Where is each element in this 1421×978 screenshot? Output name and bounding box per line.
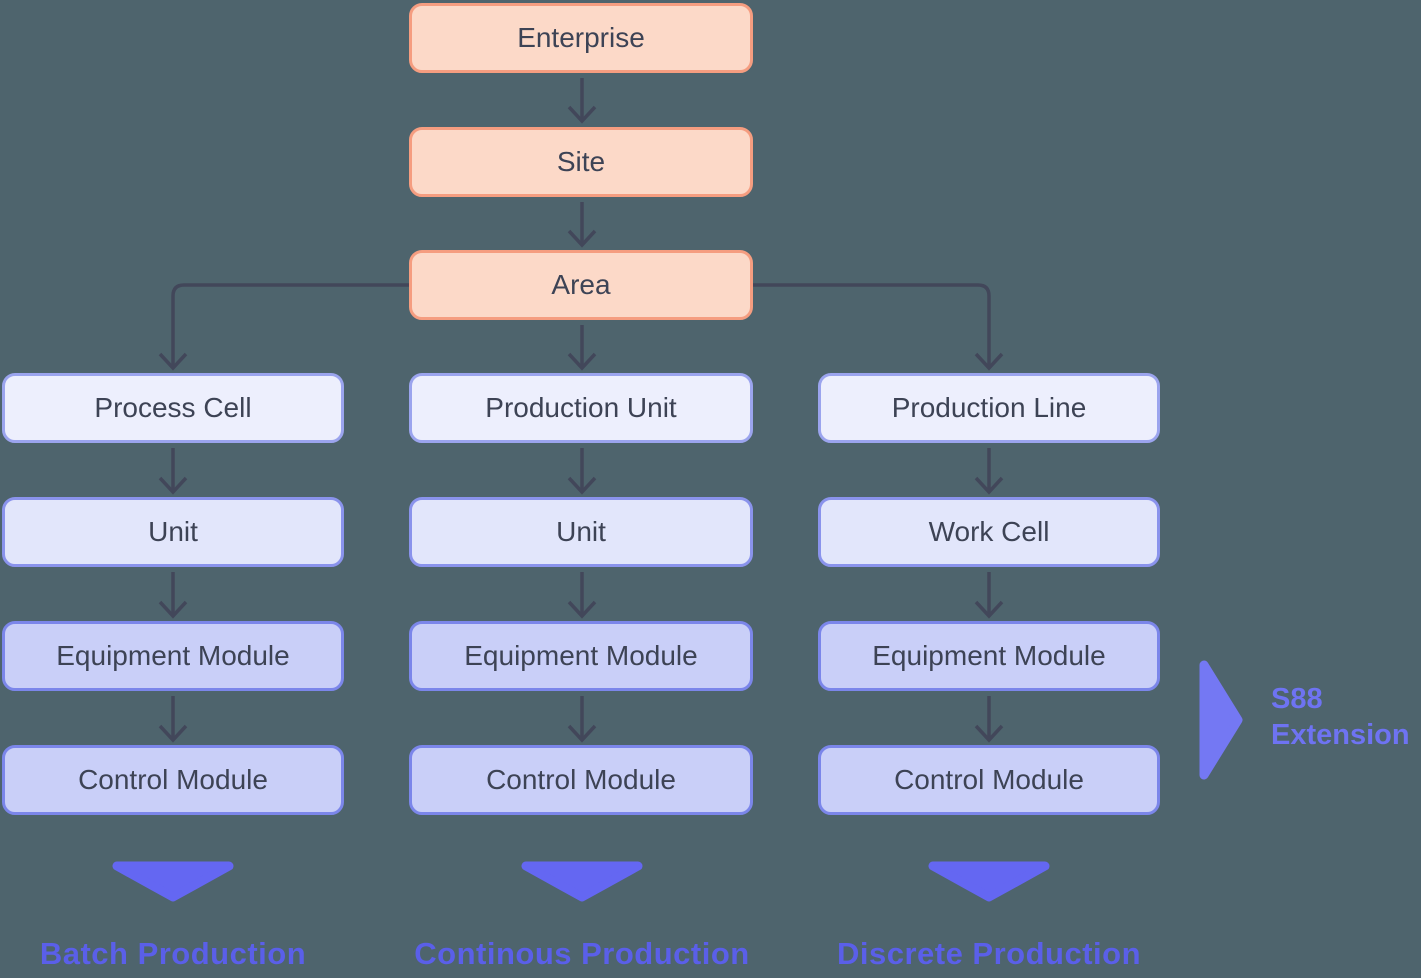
- arrow-equipment-control-col2: [567, 696, 597, 743]
- node-equipment-module-discrete-label: Equipment Module: [872, 640, 1106, 671]
- node-work-cell-label: Work Cell: [928, 516, 1050, 547]
- elbow-area-process-cell: [158, 283, 409, 371]
- node-unit-continuous: Unit: [409, 497, 753, 567]
- node-site-label: Site: [556, 146, 606, 177]
- node-control-module-discrete-label: Control Module: [894, 764, 1084, 795]
- node-enterprise: Enterprise: [409, 3, 753, 73]
- node-equipment-module-continuous: Equipment Module: [409, 621, 753, 691]
- node-production-unit-label: Production Unit: [485, 392, 677, 423]
- s88-extension-label: S88 Extension: [1271, 683, 1410, 751]
- node-production-line: Production Line: [818, 373, 1160, 443]
- down-triangle-icon: [928, 861, 1050, 902]
- node-unit-batch-label: Unit: [148, 516, 198, 547]
- node-unit-continuous-label: Unit: [556, 516, 606, 547]
- node-area: Area: [409, 250, 753, 320]
- node-equipment-module-batch-label: Equipment Module: [56, 640, 290, 671]
- arrow-enterprise-site: [567, 78, 597, 124]
- node-site: Site: [409, 127, 753, 197]
- down-triangle-icon: [521, 861, 643, 902]
- arrow-production-line-work-cell: [974, 448, 1004, 495]
- node-equipment-module-batch: Equipment Module: [2, 621, 344, 691]
- arrow-unit-equipment-module-col1: [158, 572, 188, 619]
- node-production-line-label: Production Line: [891, 392, 1087, 423]
- node-equipment-module-continuous-label: Equipment Module: [464, 640, 698, 671]
- node-control-module-continuous-label: Control Module: [486, 764, 676, 795]
- node-process-cell: Process Cell: [2, 373, 344, 443]
- node-control-module-discrete: Control Module: [818, 745, 1160, 815]
- node-control-module-batch: Control Module: [2, 745, 344, 815]
- arrow-equipment-control-col3: [974, 696, 1004, 743]
- arrow-area-production-unit: [567, 325, 597, 371]
- node-process-cell-label: Process Cell: [94, 392, 252, 423]
- node-control-module-batch-label: Control Module: [78, 764, 268, 795]
- arrow-equipment-control-col1: [158, 696, 188, 743]
- arrow-work-cell-equipment-module: [974, 572, 1004, 619]
- node-control-module-continuous: Control Module: [409, 745, 753, 815]
- node-equipment-module-discrete: Equipment Module: [818, 621, 1160, 691]
- production-type-discrete: Discrete Production: [836, 936, 1142, 971]
- arrow-site-area: [567, 202, 597, 248]
- node-enterprise-label: Enterprise: [517, 22, 645, 53]
- elbow-area-production-line: [753, 283, 1004, 371]
- production-type-continuous: Continous Production: [414, 936, 750, 971]
- production-type-batch: Batch Production: [39, 936, 307, 971]
- arrow-process-cell-unit: [158, 448, 188, 495]
- node-production-unit: Production Unit: [409, 373, 753, 443]
- down-triangle-icon: [112, 861, 234, 902]
- arrow-unit-equipment-module-col2: [567, 572, 597, 619]
- s88-arrow-icon: [1199, 660, 1243, 780]
- arrow-production-unit-unit: [567, 448, 597, 495]
- node-unit-batch: Unit: [2, 497, 344, 567]
- node-area-label: Area: [551, 269, 611, 300]
- node-work-cell: Work Cell: [818, 497, 1160, 567]
